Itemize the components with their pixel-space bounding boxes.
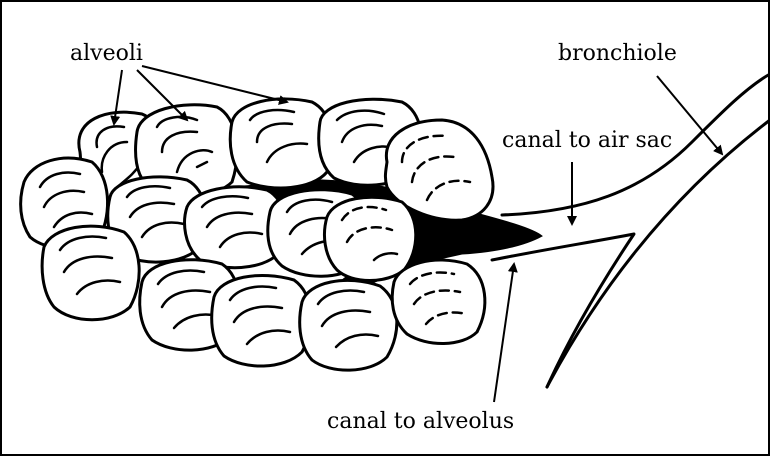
alveolus-front-1 — [42, 226, 139, 320]
bronchiole-inner-wall — [547, 120, 770, 387]
alveolus-front-5-open — [392, 260, 485, 343]
label-bronchiole: bronchiole — [558, 41, 677, 66]
bronchiole-fork-wall — [492, 234, 634, 387]
alveolus-back-3 — [230, 99, 332, 188]
label-canal-to-air-sac: canal to air sac — [502, 128, 672, 153]
alveolus-front-3 — [212, 275, 311, 366]
label-alveoli: alveoli — [70, 41, 143, 66]
label-canal-to-alveolus: canal to alveolus — [327, 409, 514, 434]
arrow-canal-to-alveolus — [494, 264, 514, 402]
alveolus-front-4 — [300, 280, 397, 370]
alveolus-mid-4 — [324, 197, 415, 280]
